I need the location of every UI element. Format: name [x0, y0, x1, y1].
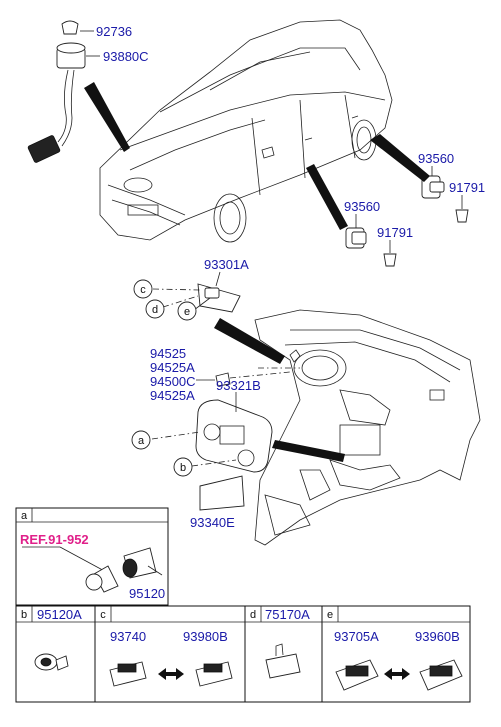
part-number-93560-left[interactable]: 93560 — [344, 199, 380, 214]
door-switch-part-right — [421, 175, 469, 223]
switch-panel-part — [197, 283, 241, 313]
part-number-94525[interactable]: 94525 — [150, 346, 186, 361]
detail-d-letter: d — [250, 609, 256, 621]
part-number-94525a-second[interactable]: 94525A — [150, 388, 195, 403]
circle-label-e-text: e — [184, 306, 190, 318]
detail-box-d: d 75170A — [244, 605, 323, 703]
circle-label-b-text: b — [180, 462, 186, 474]
detail-d-clip-part — [265, 653, 301, 679]
leader-arrow-center-console — [272, 440, 345, 462]
circle-label-e: e — [177, 301, 197, 321]
part-number-92736[interactable]: 92736 — [96, 24, 132, 39]
leader-line-e-to-panel — [193, 297, 211, 311]
leader-line-d-to-panel — [162, 295, 199, 308]
leader-arrow-door-left — [306, 164, 348, 230]
leader-arrow-door-right — [370, 134, 430, 182]
leader-arrow-ignition — [84, 82, 130, 152]
circle-label-a: a — [131, 430, 151, 450]
double-arrow-icon-c — [158, 668, 184, 680]
part-number-91791-right[interactable]: 91791 — [449, 180, 485, 195]
pad-part-93340e — [199, 475, 245, 511]
detail-box-e: e 93705A 93960B — [321, 605, 471, 703]
detail-b-letter: b — [21, 609, 27, 621]
part-number-93321b[interactable]: 93321B — [216, 378, 261, 393]
leader-line-a — [151, 431, 201, 440]
circle-label-a-text: a — [138, 435, 145, 447]
detail-c-right-part-number[interactable]: 93980B — [183, 629, 228, 644]
detail-c-left-part-number[interactable]: 93740 — [110, 629, 146, 644]
part-number-93340e[interactable]: 93340E — [190, 515, 235, 530]
part-number-91791-left[interactable]: 91791 — [377, 225, 413, 240]
leader-line-93301a — [215, 271, 221, 287]
ignition-switch-part — [27, 20, 86, 163]
circle-label-c-text: c — [140, 284, 146, 296]
detail-box-a: a REF.91-952 95120 — [15, 507, 169, 606]
leader-line-b — [191, 459, 237, 467]
double-arrow-icon-e — [384, 668, 410, 680]
part-number-93301a[interactable]: 93301A — [204, 257, 249, 272]
circle-label-d: d — [145, 299, 165, 319]
clip-part — [215, 371, 291, 387]
detail-box-b: b 95120A — [15, 605, 96, 703]
detail-d-part-number[interactable]: 75170A — [265, 607, 310, 622]
detail-e-letter: e — [327, 609, 333, 621]
part-number-94500c[interactable]: 94500C — [150, 374, 196, 389]
part-number-93560-right[interactable]: 93560 — [418, 151, 454, 166]
circle-label-c: c — [133, 279, 153, 299]
circle-label-b: b — [173, 457, 193, 477]
part-number-94525a-first[interactable]: 94525A — [150, 360, 195, 375]
detail-b-socket-part — [34, 653, 69, 671]
detail-box-c: c 93740 93980B — [94, 605, 246, 703]
part-number-93880c[interactable]: 93880C — [103, 49, 149, 64]
leader-arrow-panel — [214, 318, 285, 364]
leader-line-c-to-panel — [152, 288, 201, 291]
detail-b-part-number[interactable]: 95120A — [37, 607, 82, 622]
door-switch-part-left — [345, 227, 397, 267]
detail-a-part-number[interactable]: 95120 — [129, 586, 165, 601]
bezel-part-93321b — [195, 399, 273, 473]
detail-a-letter: a — [21, 510, 28, 522]
detail-a-ref-link[interactable]: REF.91-952 — [20, 532, 89, 547]
dashboard-illustration — [254, 309, 481, 546]
detail-e-right-part-number[interactable]: 93960B — [415, 629, 460, 644]
detail-c-letter: c — [100, 609, 106, 621]
car-illustration — [99, 19, 393, 243]
circle-label-d-text: d — [152, 304, 158, 316]
detail-e-left-part-number[interactable]: 93705A — [334, 629, 379, 644]
